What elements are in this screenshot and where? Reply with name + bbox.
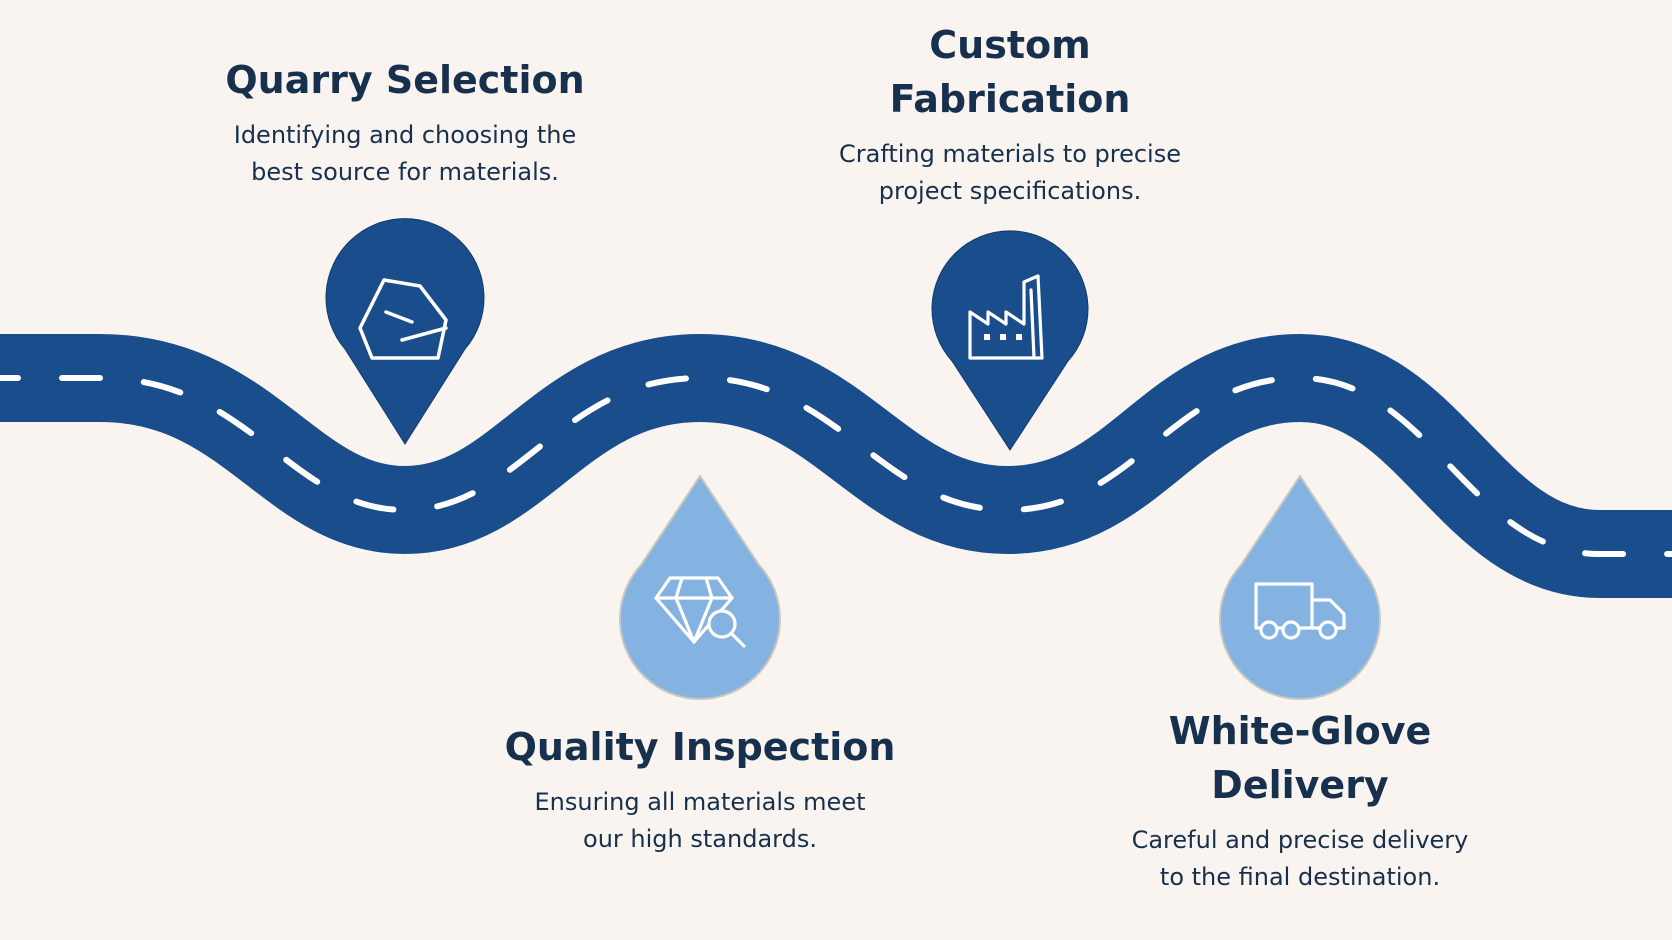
step-description: Crafting materials to precise project sp…	[838, 140, 1181, 205]
pin-quarry-selection	[325, 218, 485, 445]
step-white-glove-delivery: White-Glove Delivery Careful and precise…	[1100, 704, 1500, 896]
pin-custom-fabrication	[931, 230, 1089, 451]
factory-icon	[968, 274, 1044, 360]
step-quarry-selection: Quarry Selection Identifying and choosin…	[205, 53, 605, 191]
step-description: Ensuring all materials meet our high sta…	[534, 788, 866, 853]
truck-icon	[1254, 582, 1346, 640]
step-quality-inspection: Quality Inspection Ensuring all material…	[490, 720, 910, 858]
rock-icon	[358, 278, 448, 360]
pin-white-glove-delivery	[1219, 474, 1381, 701]
step-description: Identifying and choosing the best source…	[233, 121, 577, 186]
step-title: White-Glove Delivery	[1168, 709, 1432, 807]
road	[0, 333, 1672, 598]
step-title: Quality Inspection	[504, 725, 896, 769]
step-title: Quarry Selection	[225, 58, 585, 102]
step-title: Custom Fabrication	[889, 23, 1131, 121]
diamond-magnifier-icon	[654, 576, 746, 648]
step-description: Careful and precise delivery to the fina…	[1131, 826, 1469, 891]
pin-quality-inspection	[619, 474, 781, 701]
step-custom-fabrication: Custom Fabrication Crafting materials to…	[810, 18, 1210, 210]
